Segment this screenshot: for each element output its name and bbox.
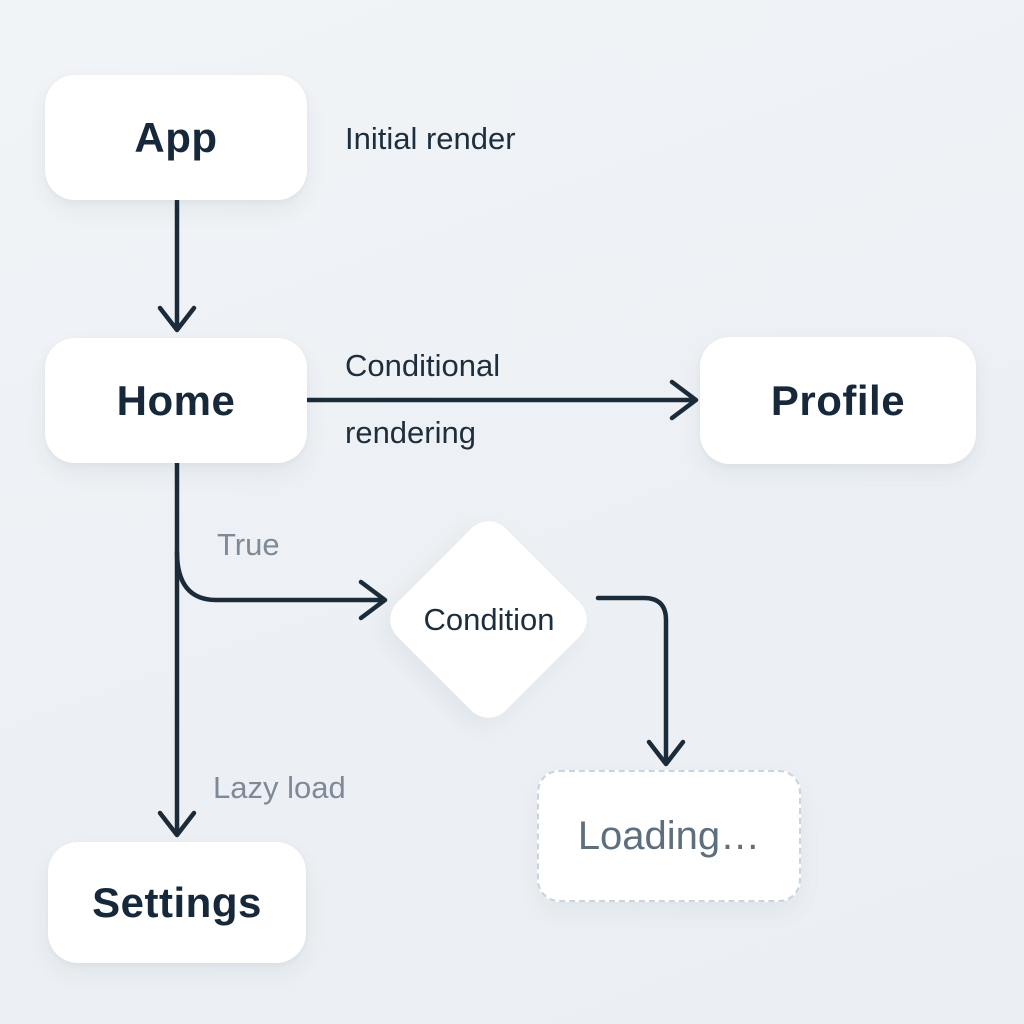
node-loading-label: Loading… — [577, 813, 761, 858]
node-settings: Settings — [48, 842, 306, 963]
node-profile-label: Profile — [770, 376, 906, 424]
edge-home-to-condition-arrow — [174, 549, 388, 621]
node-app: App — [45, 75, 307, 200]
edge-label-conditional-rendering-line2: rendering — [345, 415, 476, 450]
edge-condition-to-loading-arrow — [595, 595, 686, 767]
node-home: Home — [45, 338, 307, 463]
edge-label-initial-render: Initial render — [345, 121, 516, 156]
edge-label-lazy-load: Lazy load — [213, 770, 346, 805]
node-home-label: Home — [116, 376, 236, 424]
node-app-label: App — [134, 113, 218, 161]
edge-home-to-profile-arrow — [305, 379, 699, 421]
edge-app-to-home-arrow — [157, 198, 197, 333]
node-condition: Condition — [380, 511, 597, 728]
node-loading: Loading… — [537, 770, 801, 902]
node-settings-label: Settings — [92, 878, 262, 926]
node-condition-label: Condition — [423, 602, 555, 637]
edge-label-true: True — [217, 527, 280, 562]
edge-label-conditional-rendering-line1: Conditional — [345, 348, 501, 383]
node-profile: Profile — [700, 337, 976, 464]
edge-home-to-settings-arrow — [157, 460, 197, 838]
